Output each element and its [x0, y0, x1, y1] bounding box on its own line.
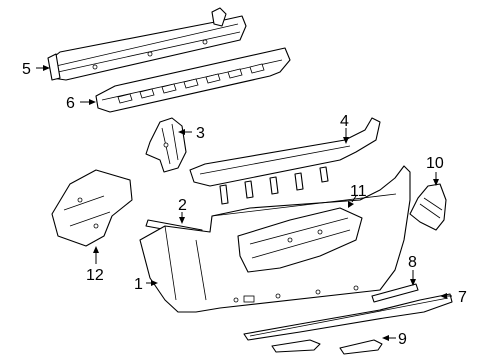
callout-4: 4 [340, 113, 349, 130]
part-6-energy-absorber [95, 47, 291, 113]
part-5-reinforcement-beam [47, 7, 247, 81]
callout-7: 7 [458, 289, 467, 306]
part-4-upper-support [189, 117, 381, 205]
part-12-splash-shield [51, 169, 133, 247]
callout-10: 10 [426, 155, 444, 172]
callout-9: 9 [398, 331, 407, 348]
callout-3: 3 [196, 125, 205, 142]
callout-8: 8 [408, 254, 417, 271]
callout-6: 6 [66, 95, 75, 112]
callout-11: 11 [350, 183, 367, 200]
callout-5: 5 [22, 61, 31, 78]
callout-1: 1 [134, 276, 143, 293]
part-11-tray [237, 207, 363, 273]
part-9-trim [271, 339, 383, 355]
callout-12: 12 [86, 267, 104, 284]
callout-2: 2 [178, 197, 187, 214]
part-7-lower-valance [243, 293, 453, 341]
part-8-molding [371, 283, 419, 303]
callout-leaders [36, 65, 452, 341]
part-10-side-bracket [409, 183, 447, 231]
part-3-bracket [145, 117, 187, 173]
